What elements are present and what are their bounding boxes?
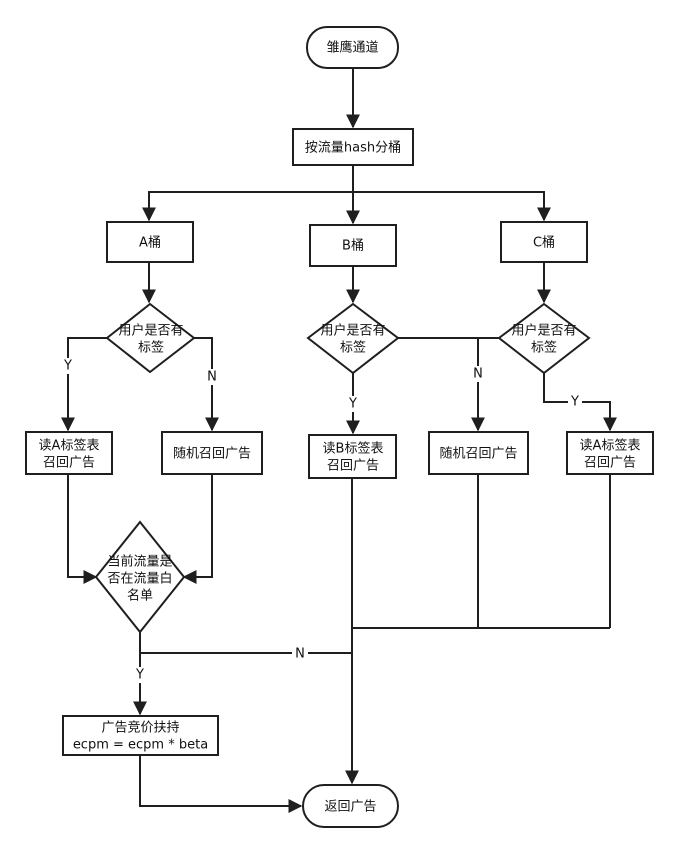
- arrow-random-a-to-whitelist: [182, 474, 213, 584]
- cond-b-line1: 用户是否有: [320, 323, 385, 339]
- random-a-box: [161, 431, 263, 475]
- boost-box: [62, 715, 219, 756]
- cond-c-line1: 用户是否有: [511, 323, 576, 339]
- edge-label-whitelist-no: N: [295, 647, 305, 662]
- arrow-read-a-to-whitelist: [67, 474, 98, 584]
- bucket-c-box: [500, 221, 588, 263]
- edge-label-a-no: N: [207, 370, 217, 385]
- cond-a-line2: 标签: [138, 340, 164, 356]
- whitelist-diamond: [94, 520, 186, 634]
- cond-a-diamond: [105, 302, 196, 374]
- label-bg: [205, 369, 219, 385]
- boost-line1: 广告竞价扶持: [101, 720, 179, 736]
- random-c-label: 随机召回广告: [439, 447, 517, 462]
- node-hash: 按流量hash分桶: [292, 128, 414, 166]
- random-a-label: 随机召回广告: [173, 447, 251, 462]
- edge-labels: Y N Y N Y N Y: [61, 358, 582, 683]
- start-terminal: [306, 26, 399, 69]
- node-cond-c: 用户是否有 标签: [497, 302, 591, 375]
- edge-label-b-yes: Y: [348, 397, 357, 412]
- label-bg: [568, 394, 582, 410]
- node-cond-b: 用户是否有 标签: [306, 302, 400, 375]
- hash-box: [292, 128, 414, 166]
- read-b-line2: 召回广告: [327, 459, 379, 474]
- read-c-line2: 召回广告: [584, 456, 636, 471]
- read-a-box: [25, 431, 113, 475]
- node-start: 雏鹰通道: [306, 26, 399, 69]
- node-bucket-a: A桶: [106, 221, 194, 263]
- edge-label-c-yes: Y: [570, 395, 579, 410]
- end-label: 返回广告: [324, 800, 376, 815]
- node-random-c: 随机召回广告: [428, 431, 529, 475]
- node-boost: 广告竞价扶持 ecpm = ecpm * beta: [62, 715, 219, 756]
- bucket-a-label: A桶: [139, 236, 161, 251]
- arrow-boost-to-end: [139, 755, 303, 813]
- read-b-box: [308, 434, 397, 479]
- edge-label-a-yes: Y: [63, 359, 72, 374]
- label-bg: [133, 667, 147, 683]
- node-whitelist: 当前流量是 否在流量白 名单: [94, 520, 186, 634]
- boost-line2: ecpm = ecpm * beta: [73, 738, 208, 753]
- node-bucket-b: B桶: [309, 224, 397, 267]
- node-read-a: 读A标签表 召回广告: [25, 431, 113, 475]
- node-bucket-c: C桶: [500, 221, 588, 263]
- label-bg: [471, 366, 485, 382]
- end-terminal: [302, 784, 399, 828]
- label-bg: [61, 358, 75, 374]
- label-bg: [292, 646, 308, 662]
- node-random-a: 随机召回广告: [161, 431, 263, 475]
- bucket-a-box: [106, 221, 194, 263]
- arrow-hash-to-a: [142, 165, 354, 222]
- start-label: 雏鹰通道: [326, 40, 378, 56]
- cond-b-line2: 标签: [340, 340, 366, 356]
- node-read-b: 读B标签表 召回广告: [308, 434, 397, 479]
- node-end: 返回广告: [302, 784, 399, 828]
- arrow-hash-to-c: [353, 191, 551, 222]
- read-c-line1: 读A标签表: [580, 438, 641, 454]
- edge-label-whitelist-yes: Y: [135, 668, 144, 683]
- cond-b-diamond: [306, 302, 400, 375]
- node-cond-a: 用户是否有 标签: [105, 302, 196, 374]
- read-a-line2: 召回广告: [43, 456, 95, 471]
- bucket-b-box: [309, 224, 397, 267]
- bucket-b-label: B桶: [342, 239, 364, 254]
- read-c-box: [566, 431, 654, 475]
- read-a-line1: 读A标签表: [39, 438, 100, 454]
- arrow-a-no: [194, 337, 219, 432]
- label-bg: [346, 396, 360, 412]
- cond-c-diamond: [497, 302, 591, 375]
- random-c-box: [428, 431, 529, 475]
- read-b-line1: 读B标签表: [323, 441, 384, 457]
- whitelist-line3: 名单: [127, 588, 153, 604]
- cond-c-line2: 标签: [531, 340, 557, 356]
- arrow-c-no: [398, 337, 485, 432]
- cond-a-line1: 用户是否有: [118, 323, 183, 339]
- node-read-c: 读A标签表 召回广告: [566, 431, 654, 475]
- bucket-c-label: C桶: [533, 236, 555, 251]
- whitelist-line1: 当前流量是: [107, 554, 172, 570]
- whitelist-line2: 否在流量白: [107, 571, 172, 587]
- hash-label: 按流量hash分桶: [305, 141, 401, 156]
- edge-label-c-no: N: [473, 367, 483, 382]
- arrow-a-yes: [61, 337, 107, 432]
